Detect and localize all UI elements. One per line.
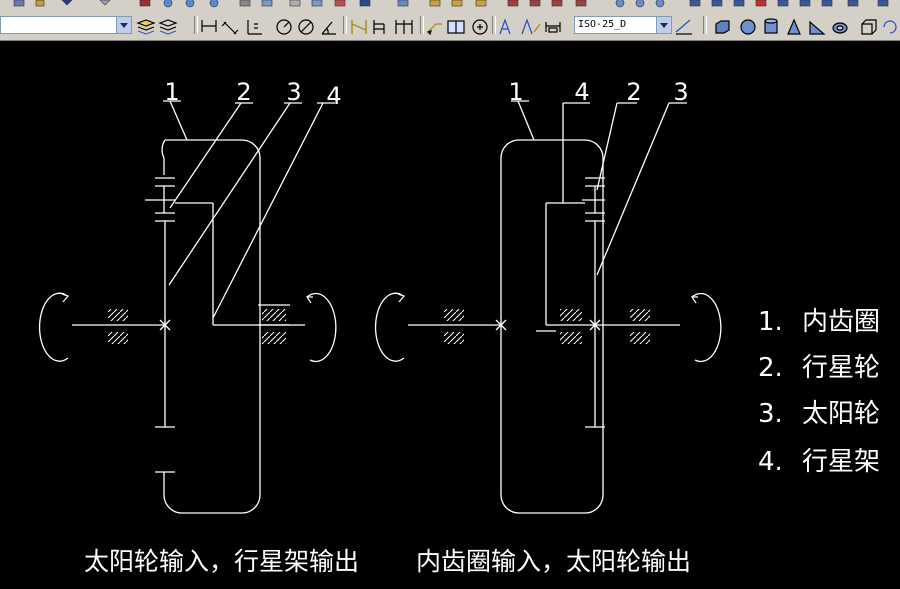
revolve-icon[interactable] <box>883 20 897 34</box>
cone-icon[interactable] <box>787 18 801 35</box>
dimstyle-combo-value: ISO-25_D <box>578 19 627 30</box>
quick-dim-icon[interactable] <box>351 20 367 34</box>
chevron-down-icon[interactable] <box>116 17 131 33</box>
dim-baseline-icon[interactable] <box>373 20 385 34</box>
legend-number-4: 4. <box>758 447 783 477</box>
right-caption: 内齿圈输入，太阳轮输出 <box>416 547 691 576</box>
box-icon[interactable] <box>715 20 730 34</box>
legend-label-1: 内齿圈 <box>802 307 880 337</box>
left-input-rotation-arrow <box>38 292 69 362</box>
qleader-icon[interactable] <box>426 23 442 36</box>
legend-label-2: 行星轮 <box>802 353 880 383</box>
left-callout-4: 4 <box>326 82 341 110</box>
layer-previous-icon[interactable] <box>158 19 178 35</box>
dim-aligned-icon[interactable] <box>221 21 239 35</box>
leader-4 <box>212 102 324 319</box>
dim-update-icon[interactable] <box>545 22 561 33</box>
right-output-rotation-arrow <box>691 292 722 363</box>
toolbar-row-main: ISO-25_D <box>0 12 900 38</box>
legend-label-3: 太阳轮 <box>802 399 880 429</box>
dim-text-edit-icon[interactable] <box>521 18 541 35</box>
right-callout-1: 1 <box>508 78 523 106</box>
dim-diameter-icon[interactable] <box>298 19 314 35</box>
leader-2 <box>169 102 242 209</box>
right-callout-labels: 1 4 2 3 <box>508 78 688 106</box>
toolbar-top-icons <box>13 0 889 8</box>
torus-icon[interactable] <box>832 22 848 34</box>
dim-continue-icon[interactable] <box>395 20 413 34</box>
dim-edit-icon[interactable] <box>499 18 511 35</box>
left-bearings <box>108 304 290 344</box>
sphere-icon[interactable] <box>740 19 756 35</box>
extrude-icon[interactable] <box>861 19 877 35</box>
dim-style-icon[interactable] <box>675 19 692 35</box>
left-output-rotation-arrow <box>306 292 337 363</box>
toolbar-area: ISO-25_D <box>0 0 900 41</box>
left-callout-labels: 1 2 3 4 <box>164 78 341 110</box>
leader-r2 <box>596 102 618 191</box>
left-ring-gear-outline <box>163 139 261 514</box>
toolbar-row-top <box>0 0 900 9</box>
legend-number-2: 2. <box>758 353 783 383</box>
left-gear-diagram <box>38 100 337 514</box>
right-callout-4: 4 <box>574 78 589 106</box>
left-callout-1: 1 <box>164 78 179 106</box>
right-callout-3: 3 <box>673 78 688 106</box>
left-callout-2: 2 <box>236 78 251 106</box>
drawing-canvas[interactable]: 1 2 3 4 <box>0 41 900 589</box>
layer-stack-icon[interactable] <box>136 19 156 35</box>
right-input-rotation-arrow <box>374 292 405 362</box>
dim-angular-icon[interactable] <box>321 21 336 35</box>
leader-3 <box>168 102 291 286</box>
leader-r1 <box>517 100 535 141</box>
layer-combo[interactable] <box>0 16 132 34</box>
dimstyle-combo[interactable]: ISO-25_D <box>574 16 672 34</box>
cylinder-icon[interactable] <box>764 18 778 34</box>
left-caption: 太阳轮输入，行星架输出 <box>84 547 359 576</box>
leader-r3 <box>596 102 670 276</box>
center-mark-icon[interactable] <box>472 19 488 35</box>
dim-linear-icon[interactable] <box>201 20 217 32</box>
tolerance-icon[interactable] <box>447 20 465 34</box>
dim-radius-icon[interactable] <box>276 19 292 35</box>
legend: 1. 内齿圈 2. 行星轮 3. 太阳轮 4. 行星架 <box>758 307 880 477</box>
leader-1 <box>169 100 188 141</box>
left-callout-3: 3 <box>286 78 301 106</box>
legend-label-4: 行星架 <box>802 447 880 477</box>
chevron-down-icon[interactable] <box>656 17 671 33</box>
wedge-icon[interactable] <box>809 20 826 35</box>
right-ring-gear-outline <box>500 139 604 514</box>
right-bearings <box>444 309 650 344</box>
right-callout-2: 2 <box>626 78 641 106</box>
right-gear-diagram <box>374 100 722 514</box>
legend-number-1: 1. <box>758 307 783 337</box>
dim-ordinate-icon[interactable] <box>247 20 262 35</box>
left-ring-top-stub <box>161 139 166 175</box>
legend-number-3: 3. <box>758 399 783 429</box>
